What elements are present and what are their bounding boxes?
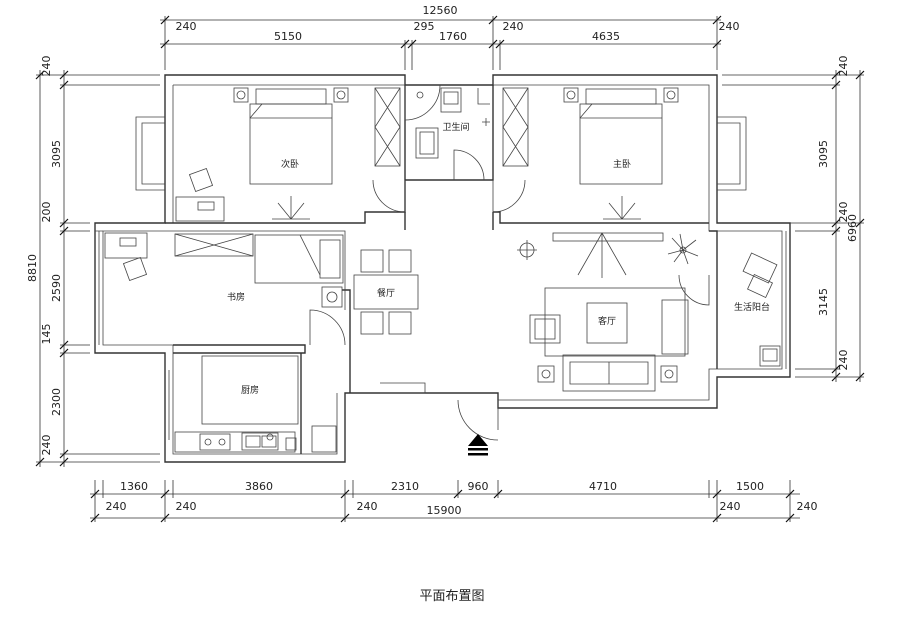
dim-bottom-total: 15900 [427, 504, 462, 517]
doors [309, 84, 710, 441]
wardrobe-master-bedroom [502, 87, 529, 167]
dim-top-3: 1760 [439, 30, 467, 43]
desk-study [104, 232, 148, 282]
dim-top-0: 240 [176, 20, 197, 33]
interior-walls [165, 85, 718, 454]
coffee-table [544, 287, 686, 357]
sofa [562, 354, 656, 392]
dimension-bottom: 1360 3860 2310 960 4710 1500 240 240 240… [90, 480, 818, 523]
armchair [529, 314, 561, 344]
study-sofa-bed [254, 234, 344, 284]
wardrobe-second-bedroom [374, 87, 401, 167]
dim-bottom1-4: 4710 [589, 480, 617, 493]
dim-bottom2-0: 240 [106, 500, 127, 513]
dim-top-total: 12560 [423, 4, 458, 17]
dim-bottom1-0: 1360 [120, 480, 148, 493]
dimension-right: 240 3095 240 6960 3145 240 [722, 56, 865, 382]
dim-left-0: 240 [40, 56, 53, 77]
dim-left-4: 145 [40, 324, 53, 345]
dim-bottom2-1: 240 [176, 500, 197, 513]
dim-left-1: 3095 [50, 140, 63, 168]
dim-right-total: 6960 [846, 214, 859, 242]
dimension-left: 8810 240 3095 200 2590 145 2300 240 [26, 56, 160, 467]
drawing-caption: 平面布置图 [419, 589, 484, 604]
dining-table [353, 249, 419, 335]
dim-top-4: 240 [503, 20, 524, 33]
room-label-master-bedroom: 主卧 [613, 158, 631, 170]
dim-right-2: 240 [837, 202, 850, 223]
bay-window-right [717, 116, 747, 191]
lamp-second-bedroom [272, 196, 310, 220]
window-study [95, 230, 103, 345]
balcony-furniture [742, 252, 781, 367]
room-label-study: 书房 [227, 291, 245, 303]
dim-top-6: 240 [719, 20, 740, 33]
dim-bottom1-5: 1500 [736, 480, 764, 493]
ceiling-light-living [517, 240, 537, 260]
outer-walls [94, 74, 791, 463]
dim-bottom1-2: 2310 [391, 480, 419, 493]
sideboard [661, 299, 689, 355]
room-label-balcony: 生活阳台 [734, 301, 770, 313]
desk-second-bedroom [175, 167, 225, 222]
entrance-arrow-icon [468, 434, 488, 456]
dim-bottom1-3: 960 [468, 480, 489, 493]
tv-cabinet [552, 232, 664, 278]
dim-left-6: 240 [40, 435, 53, 456]
lamp-master-bedroom [603, 196, 641, 220]
kitchen-fixtures [174, 355, 337, 453]
room-label-kitchen: 厨房 [241, 384, 259, 396]
dim-bottom2-4: 240 [797, 500, 818, 513]
plant [667, 233, 699, 265]
study-corner-cabinet [321, 286, 343, 308]
dim-left-2: 200 [40, 202, 53, 223]
dim-bottom2-3: 240 [720, 500, 741, 513]
room-label-living: 客厅 [598, 315, 616, 327]
room-label-dining: 餐厅 [377, 287, 395, 299]
dim-top-2: 295 [414, 20, 435, 33]
dim-left-5: 2300 [50, 388, 63, 416]
bed-master-bedroom [563, 87, 679, 185]
dim-bottom1-1: 3860 [245, 480, 273, 493]
dimension-top: 12560 240 5150 295 1760 240 4635 240 [160, 4, 740, 70]
bed-second-bedroom [233, 87, 349, 185]
bay-window-left [135, 116, 165, 191]
dim-right-0: 240 [837, 56, 850, 77]
dim-top-1: 5150 [274, 30, 302, 43]
dim-right-4: 240 [837, 350, 850, 371]
dim-left-3: 2590 [50, 274, 63, 302]
side-tables [537, 365, 678, 383]
room-label-second-bedroom: 次卧 [281, 158, 299, 170]
bathroom-fixtures [415, 87, 490, 159]
study-cabinet [174, 233, 254, 257]
dim-bottom2-2: 240 [357, 500, 378, 513]
dim-right-3: 3145 [817, 288, 830, 316]
dim-left-total: 8810 [26, 254, 39, 282]
dim-right-1: 3095 [817, 140, 830, 168]
room-label-bathroom: 卫生间 [442, 121, 469, 133]
dim-top-5: 4635 [592, 30, 620, 43]
